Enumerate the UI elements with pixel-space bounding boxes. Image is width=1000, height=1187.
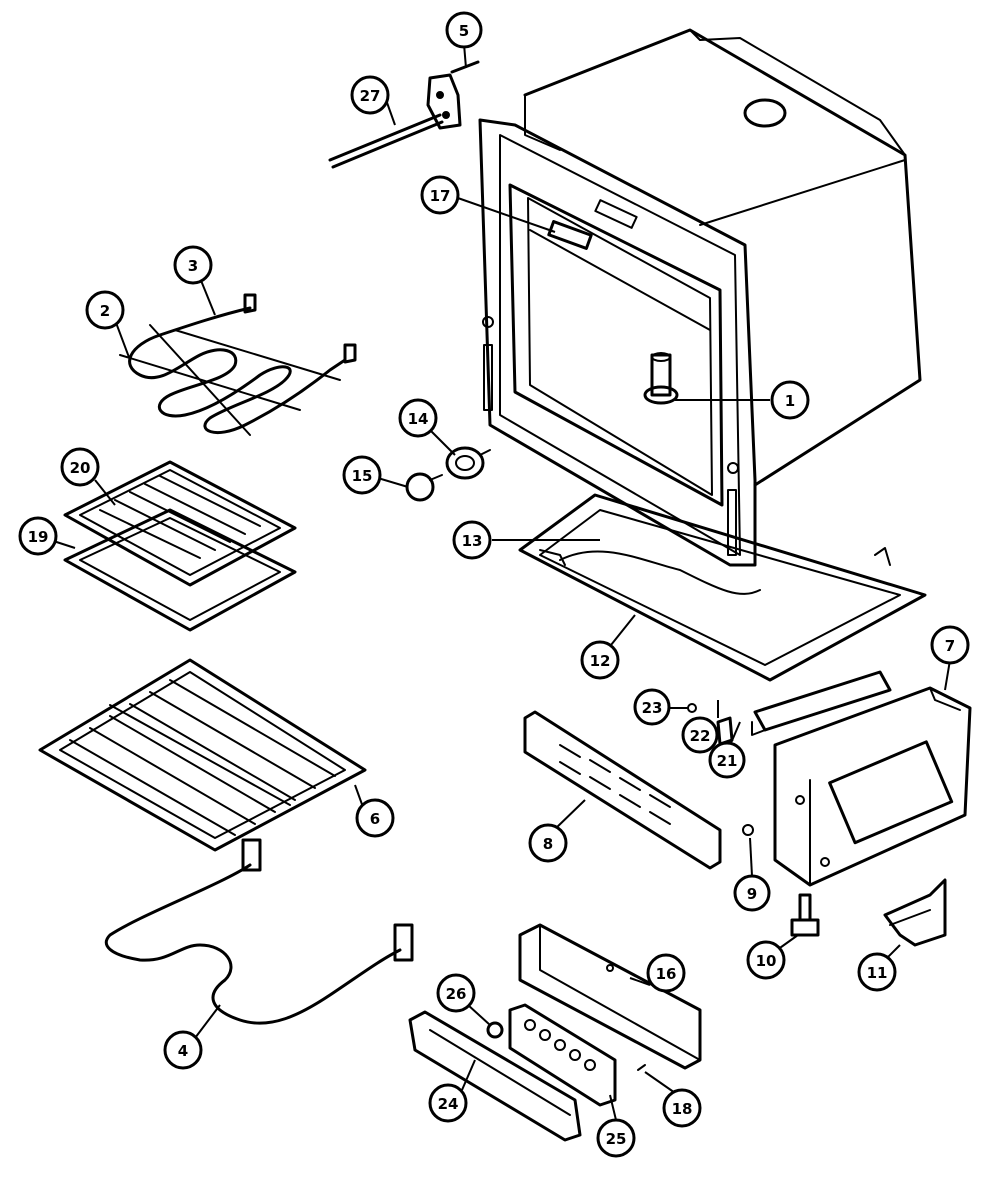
control-panel-trim <box>408 1010 582 1142</box>
callout-6: 6 <box>355 798 395 838</box>
callout-11-label: 11 <box>867 964 888 982</box>
callout-22-badge: 22 <box>681 716 719 754</box>
callout-24: 24 <box>428 1083 468 1123</box>
callout-9: 9 <box>733 874 771 912</box>
callout-8-label: 8 <box>543 835 553 853</box>
callout-17-label: 17 <box>430 187 451 205</box>
control-knob-trim <box>508 1003 617 1107</box>
callout-5-label: 5 <box>459 22 469 40</box>
callout-15: 15 <box>342 455 382 495</box>
clip <box>716 716 734 746</box>
screw-small <box>742 824 754 836</box>
callout-13-label: 13 <box>462 532 483 550</box>
callout-23-label: 23 <box>642 699 663 717</box>
oven-rack <box>38 658 367 852</box>
callout-13: 13 <box>452 520 492 560</box>
vent-panel <box>523 710 722 870</box>
broil-pan <box>63 508 297 632</box>
callout-12: 12 <box>580 640 620 680</box>
callout-10: 10 <box>746 940 786 980</box>
callout-5: 5 <box>445 11 483 49</box>
leader-lines <box>37 43 951 1121</box>
callout-2: 2 <box>85 290 125 330</box>
callout-18: 18 <box>662 1088 702 1128</box>
callout-9-label: 9 <box>747 885 757 903</box>
callout-1-label: 1 <box>785 392 795 410</box>
anti-tip-bracket <box>883 878 947 947</box>
callout-18-label: 18 <box>672 1100 693 1118</box>
callout-4: 4 <box>163 1030 203 1070</box>
callout-7: 7 <box>930 625 970 665</box>
callout-21: 21 <box>708 741 746 779</box>
broil-pan-grid <box>63 460 297 587</box>
screw <box>687 703 697 713</box>
callout-26: 26 <box>436 973 476 1013</box>
callout-14: 14 <box>398 398 438 438</box>
rotisserie-rod <box>328 73 462 169</box>
callout-16: 16 <box>646 953 686 993</box>
callout-3: 3 <box>173 245 213 285</box>
callout-20: 20 <box>60 447 100 487</box>
callout-10-label: 10 <box>756 952 777 970</box>
bake-element <box>104 838 414 1025</box>
oven-light-socket <box>445 446 491 480</box>
control-knob <box>486 1021 504 1039</box>
callout-25-label: 25 <box>606 1130 627 1148</box>
leveling-leg <box>790 893 820 937</box>
callout-19: 19 <box>18 516 58 556</box>
callout-17: 17 <box>420 175 460 215</box>
callout-6-label: 6 <box>370 810 380 828</box>
callout-27-label: 27 <box>360 87 381 105</box>
callout-8: 8 <box>528 823 568 863</box>
callout-12-label: 12 <box>590 652 611 670</box>
callout-24-label: 24 <box>438 1095 459 1113</box>
oven-bottom-panel <box>518 493 927 682</box>
callout-26-label: 26 <box>446 985 467 1003</box>
callout-20-label: 20 <box>70 459 91 477</box>
callout-19-label: 19 <box>28 528 49 546</box>
callout-11: 11 <box>857 952 897 992</box>
oven-cavity <box>478 28 922 567</box>
side-bracket <box>773 686 972 887</box>
callout-3-label: 3 <box>188 257 198 275</box>
callout-2-label: 2 <box>100 302 110 320</box>
callout-22-label: 22 <box>690 727 711 745</box>
callout-25: 25 <box>596 1118 636 1158</box>
callout-21-label: 21 <box>717 752 738 770</box>
control-clip <box>637 1064 646 1071</box>
callout-23: 23 <box>633 688 671 726</box>
callout-14-label: 14 <box>408 410 429 428</box>
callout-7-label: 7 <box>945 637 955 655</box>
rail <box>751 670 892 736</box>
callout-4-label: 4 <box>178 1042 188 1060</box>
callout-27: 27 <box>350 75 390 115</box>
control-panel-box <box>518 923 702 1070</box>
broil-element <box>119 293 357 436</box>
callout-15-label: 15 <box>352 467 373 485</box>
oven-light-bulb <box>405 472 443 502</box>
callout-1: 1 <box>770 380 810 420</box>
callout-16-label: 16 <box>656 965 677 983</box>
